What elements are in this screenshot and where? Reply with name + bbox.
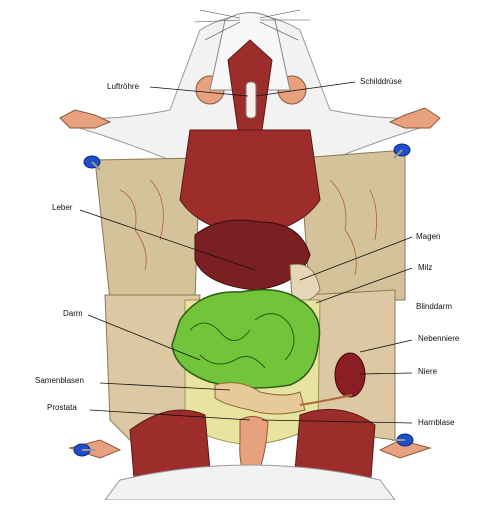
skin-veins xyxy=(119,179,378,276)
label-nebenniere: Nebenniere xyxy=(418,334,460,343)
leader-milz xyxy=(315,267,413,304)
leader-lines xyxy=(79,81,413,424)
leader-luftroehre xyxy=(149,86,249,97)
pin-bottom-left xyxy=(73,443,95,457)
pin-bottom-right xyxy=(392,433,414,447)
label-prostata: Prostata xyxy=(47,403,77,412)
left-hand xyxy=(59,109,112,129)
label-magen: Magen xyxy=(416,232,441,241)
label-darm: Darm xyxy=(63,309,83,318)
label-leber: Leber xyxy=(52,203,73,212)
kidney xyxy=(334,352,366,398)
leader-samenblasen xyxy=(99,382,231,391)
pin-top-left xyxy=(83,155,101,171)
fur-lower-body xyxy=(104,464,396,501)
right-hand xyxy=(388,107,441,129)
leader-leber xyxy=(79,209,256,271)
label-schilddruese: Schilddrüse xyxy=(360,77,402,86)
pin-top-right xyxy=(393,143,411,159)
liver xyxy=(194,219,311,291)
label-luftroehre: Luftröhre xyxy=(107,82,140,91)
intestine xyxy=(171,289,321,389)
leader-darm xyxy=(87,314,201,361)
label-niere: Niere xyxy=(418,367,438,376)
trachea xyxy=(245,81,257,119)
leader-harnblase xyxy=(261,419,413,424)
chest-muscle xyxy=(179,129,321,236)
leader-nebenniere xyxy=(359,339,413,353)
label-samenblasen: Samenblasen xyxy=(35,376,84,385)
intestine-coils xyxy=(189,313,295,369)
ureter xyxy=(299,394,353,406)
leader-niere xyxy=(359,372,413,375)
label-blinddarm: Blinddarm xyxy=(416,302,453,311)
leader-schilddruese xyxy=(255,81,356,97)
leader-prostata xyxy=(89,409,251,421)
label-milz: Milz xyxy=(418,263,433,272)
label-harnblase: Harnblase xyxy=(418,418,455,427)
leader-magen xyxy=(299,236,413,281)
whiskers xyxy=(194,9,310,41)
seminal-vesicles xyxy=(214,382,306,415)
